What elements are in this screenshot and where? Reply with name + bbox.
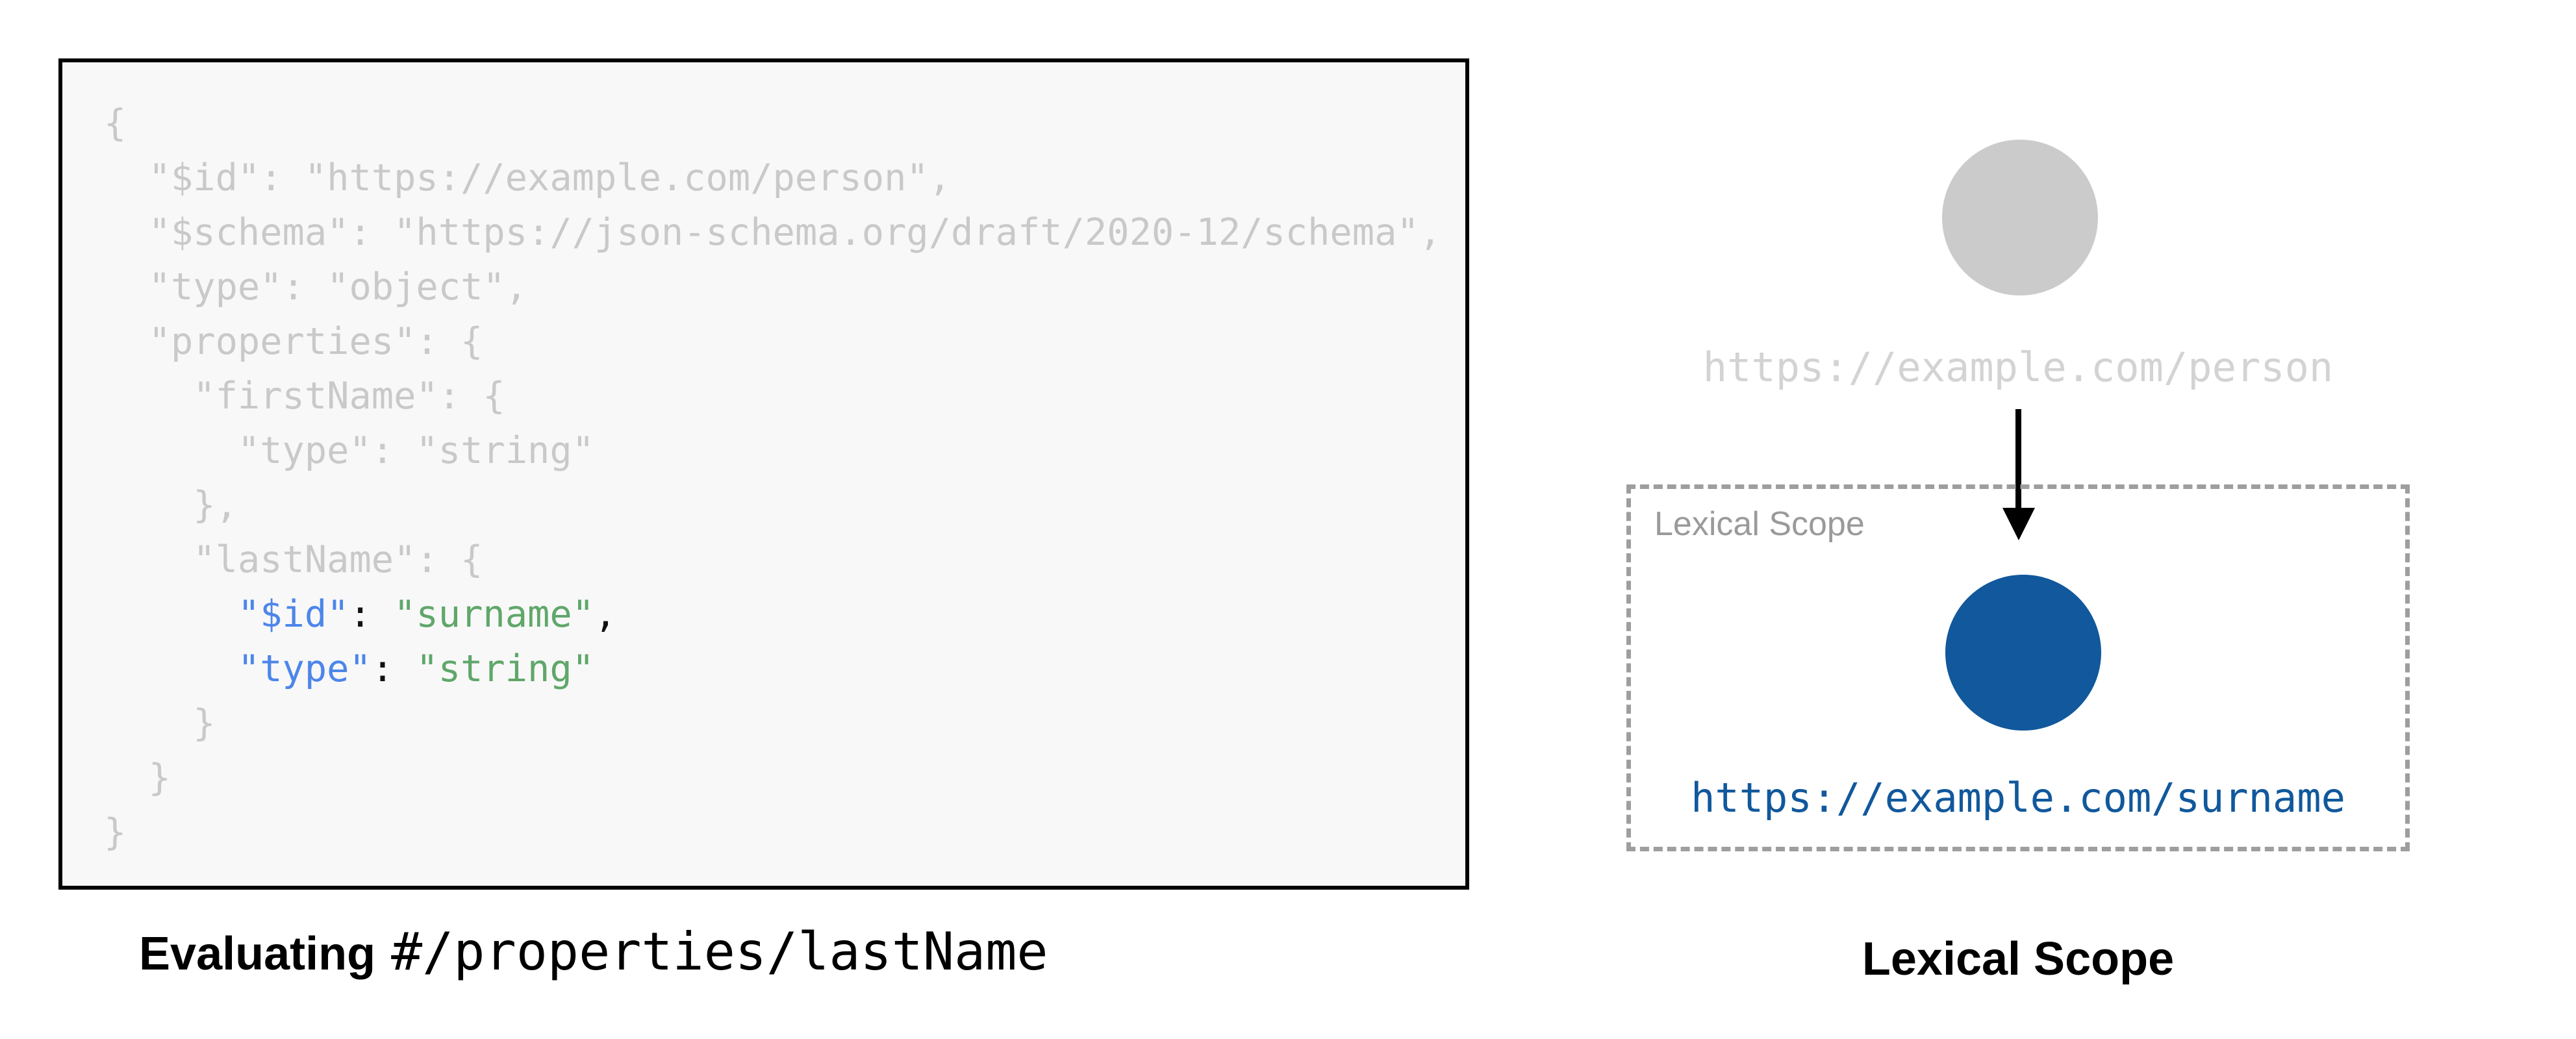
left-caption: Evaluating #/properties/lastName — [139, 926, 1048, 978]
code-token: { — [104, 102, 127, 145]
code-line: } — [104, 805, 1465, 860]
code-token: "$id": "https://example.com/person", — [104, 156, 952, 199]
code-line: { — [104, 96, 1465, 151]
code-token: "$schema": "https://json-schema.org/draf… — [104, 211, 1442, 254]
code-token — [104, 593, 238, 636]
code-token: } — [104, 702, 216, 745]
code-line: "firstName": { — [104, 369, 1465, 423]
surname-schema-node-circle — [1945, 575, 2101, 731]
code-token: "$id" — [237, 593, 349, 636]
code-line: "type": "string" — [104, 423, 1465, 478]
code-line: "lastName": { — [104, 532, 1465, 587]
code-token: "type": "string" — [104, 429, 594, 472]
code-line: "$id": "https://example.com/person", — [104, 151, 1465, 205]
code-token: "properties": { — [104, 320, 483, 363]
right-caption: Lexical Scope — [1862, 933, 2175, 985]
code-token: , — [594, 593, 617, 636]
code-token: : — [349, 593, 394, 636]
json-schema-code-panel: { "$id": "https://example.com/person", "… — [58, 58, 1469, 890]
code-token: : — [371, 647, 416, 690]
root-schema-node-label: https://example.com/person — [1702, 344, 2334, 391]
lexical-scope-box-title: Lexical Scope — [1654, 505, 1865, 543]
code-line: "$schema": "https://json-schema.org/draf… — [104, 205, 1465, 260]
code-token — [104, 647, 238, 690]
code-token: "lastName": { — [104, 538, 483, 581]
code-token: "type" — [237, 647, 372, 690]
root-schema-node-circle — [1942, 140, 2098, 295]
code-line: } — [104, 696, 1465, 751]
code-token: "firstName": { — [104, 375, 505, 418]
caption-prefix: Evaluating — [139, 928, 376, 980]
code-line: } — [104, 751, 1465, 805]
arrow-head — [2002, 508, 2035, 540]
code-token: "type": "object", — [104, 266, 528, 308]
code-token: } — [104, 757, 171, 799]
code-token: "surname" — [394, 593, 594, 636]
code-token: }, — [104, 484, 238, 527]
code-token: "string" — [416, 647, 594, 690]
code-line: }, — [104, 478, 1465, 532]
arrow-shaft — [2015, 409, 2021, 510]
code-line: "properties": { — [104, 314, 1465, 369]
surname-schema-node-label: https://example.com/surname — [1691, 774, 2345, 821]
code-line: "$id": "surname", — [104, 587, 1465, 642]
caption-json-pointer: #/properties/lastName — [391, 921, 1048, 982]
code-line: "type": "object", — [104, 260, 1465, 314]
code-token: } — [104, 811, 127, 854]
lexical-scope-diagram: https://example.com/person Lexical Scope… — [1626, 0, 2410, 1039]
lexical-scope-box: Lexical Scope — [1626, 484, 2410, 851]
code-block: { "$id": "https://example.com/person", "… — [62, 62, 1465, 886]
code-line: "type": "string" — [104, 642, 1465, 696]
